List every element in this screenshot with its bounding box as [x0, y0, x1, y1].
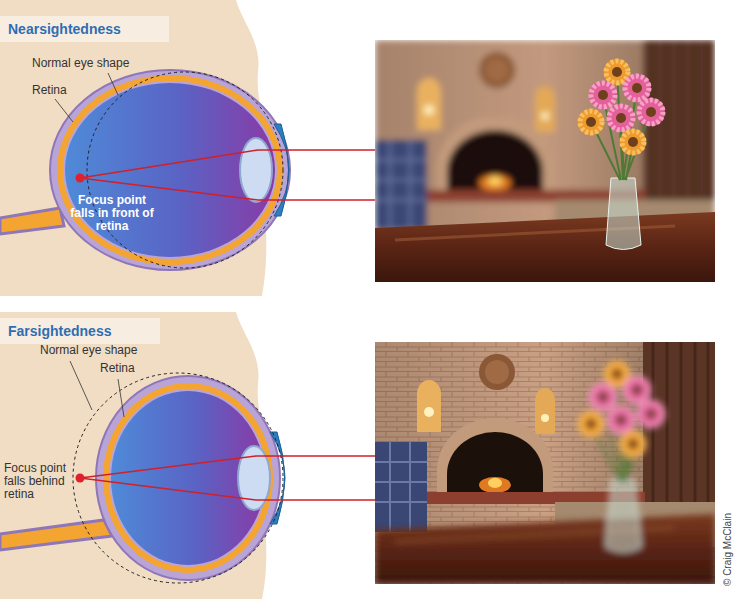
- part-label: Normal eye shape: [32, 57, 142, 70]
- part-label: Normal eye shape: [40, 344, 150, 357]
- light-rays: [80, 456, 375, 500]
- heading-text: Farsightedness: [8, 323, 152, 339]
- leader-lines: [55, 73, 118, 122]
- room-photo-nearsighted: [375, 40, 715, 282]
- short-eye: [0, 373, 285, 583]
- focus-note: Focus point falls behind retina: [4, 462, 70, 501]
- photo-credit: © Craig McClain: [722, 513, 734, 586]
- elongated-eye: [0, 70, 290, 270]
- part-label: Retina: [32, 84, 92, 97]
- focus-note: Focus point falls in front of retina: [68, 194, 156, 233]
- focus-point: [76, 174, 85, 183]
- focus-point: [76, 474, 85, 483]
- heading-band: Nearsightedness: [0, 16, 169, 42]
- room-photo-farsighted: [375, 342, 715, 584]
- heading-band: Farsightedness: [0, 318, 160, 344]
- heading-text: Nearsightedness: [8, 21, 161, 37]
- light-rays: [80, 150, 375, 200]
- part-label: Retina: [100, 362, 150, 375]
